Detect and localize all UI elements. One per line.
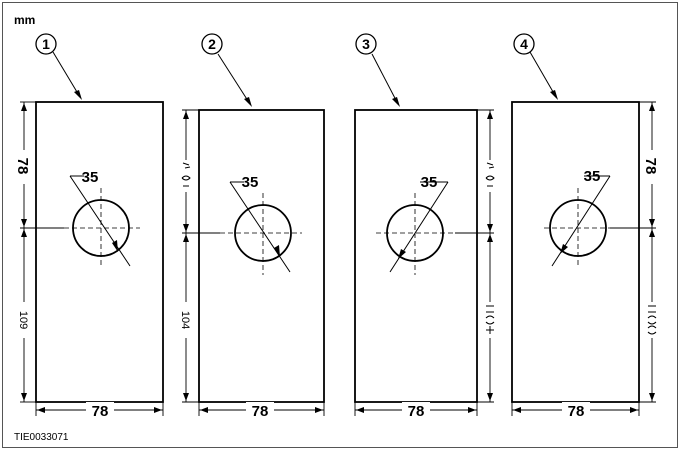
label-mask [179,302,193,338]
dim-arrow [468,407,476,413]
label-mask [17,302,31,338]
panel-4: 4 78 78 35 [511,33,659,420]
dim-arrow [183,234,189,242]
leader-arrowhead [550,90,558,100]
diameter-leader [229,181,291,273]
top-height-label: 78 [642,158,659,175]
callout-leader [217,53,251,105]
dim-arrow [649,393,655,401]
dim-arrow [649,103,655,111]
label-mask [645,302,659,338]
label-mask [402,402,430,418]
dim-arrow [649,229,655,237]
dim-arrow [21,229,27,237]
top-height-mark [485,162,495,187]
diameter-arrow [112,240,118,252]
diameter-leader [69,175,131,267]
plate-outline [511,101,640,403]
width-label: 78 [568,403,585,420]
plate-outline [354,109,478,403]
hole-circle [549,199,607,257]
callout-leader [371,53,399,105]
callout-bubble [355,33,377,55]
dim-arrow [356,407,364,413]
hole-diameter-label: 35 [242,174,259,191]
callout-bubble [513,33,535,55]
top-height-mark [181,162,191,187]
dim-arrow [183,111,189,119]
bottom-height-label: 104 [179,311,191,329]
callout-leader [52,51,81,98]
width-label: 78 [252,403,269,420]
callout-number: 3 [362,36,370,52]
bottom-height-mark [647,305,657,335]
dim-arrow [649,219,655,227]
panel-1: 1 78 109 78 [14,33,164,420]
top-height-label: 78 [14,158,31,175]
label-mask [246,402,274,418]
diameter-arrow [274,245,280,257]
label-mask [562,402,590,418]
panel-3: 3 78 [354,33,497,420]
plate-outline [35,101,164,403]
dim-arrow [154,407,162,413]
label-mask [645,150,659,184]
width-label: 78 [408,403,425,420]
leader-arrowhead [392,97,400,107]
dim-arrow [487,393,493,401]
callout-number: 4 [520,36,528,52]
dim-arrow [200,407,208,413]
dim-arrow [487,111,493,119]
hole-circle [386,204,444,262]
label-mask [17,150,31,184]
diameter-arrow [560,244,568,254]
dim-arrow [487,224,493,232]
diameter-arrow [398,249,406,259]
dim-arrow [21,393,27,401]
dim-arrow [487,234,493,242]
callout-leader [529,51,557,98]
panel-2: 2 104 78 35 [179,33,325,420]
hole-circle [72,199,130,257]
dim-arrow [513,407,521,413]
label-mask [86,402,114,418]
dim-arrow [630,407,638,413]
leader-arrowhead [74,90,82,100]
callout-number: 2 [208,36,216,52]
diameter-leader [389,181,449,273]
figure-reference: TIE0033071 [14,432,69,443]
dim-arrow [183,393,189,401]
hole-diameter-label: 35 [584,168,601,185]
dim-arrow [21,219,27,227]
hole-diameter-label: 35 [82,169,99,186]
callout-bubble [201,33,223,55]
leader-arrowhead [244,97,252,107]
bottom-height-label: 109 [17,311,29,329]
bottom-height-mark [485,305,495,334]
dim-arrow [183,224,189,232]
callout-number: 1 [42,36,50,52]
dim-arrow [37,407,45,413]
label-mask [483,302,497,338]
hole-diameter-label: 35 [421,174,438,191]
unit-label: mm [14,13,35,27]
dim-arrow [21,103,27,111]
callout-bubble [35,33,57,55]
width-label: 78 [92,403,109,420]
dim-arrow [315,407,323,413]
plate-outline [198,109,325,403]
hole-circle [234,204,292,262]
